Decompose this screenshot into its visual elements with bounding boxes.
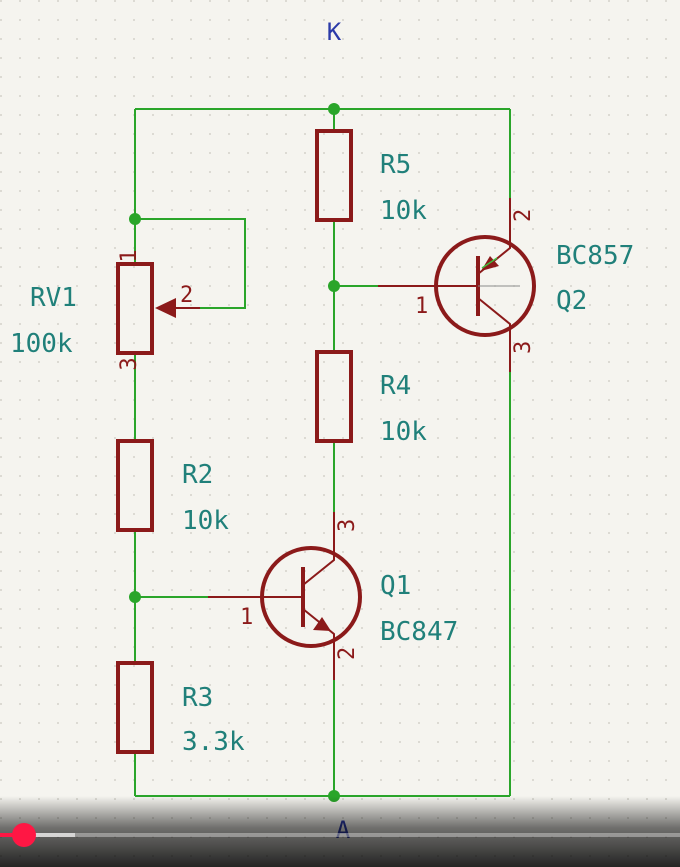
- q2-pin-2: 2: [511, 209, 536, 222]
- transistor-q2: 1 2 3 BC857 Q2: [378, 198, 634, 372]
- q1-pin-3: 3: [335, 519, 360, 532]
- q2-value: BC857: [556, 241, 634, 271]
- wire-rv1-wiper-loop: [135, 218, 246, 309]
- resistor-r5: R5 10k: [315, 129, 427, 226]
- rv1-pin-2: 2: [180, 283, 193, 308]
- rv1-pin-1: 1: [117, 249, 142, 262]
- r4-value: 10k: [380, 417, 427, 447]
- net-label-k: K: [327, 18, 342, 46]
- r5-value: 10k: [380, 196, 427, 226]
- transistor-q1: 1 2 3 Q1 BC847: [208, 512, 458, 680]
- r3-value: 3.3k: [182, 727, 245, 757]
- r2-value: 10k: [182, 506, 229, 536]
- q1-pin-1: 1: [240, 605, 253, 630]
- resistor-r3: R3 3.3k: [116, 661, 245, 757]
- resistor-r2: R2 10k: [116, 439, 229, 536]
- rv1-value: 100k: [10, 329, 73, 359]
- junction-r2-r3: [129, 591, 141, 603]
- video-player-controls: [0, 796, 680, 867]
- r2-ref: R2: [182, 460, 213, 490]
- progress-bar[interactable]: [0, 833, 680, 837]
- r5-ref: R5: [380, 150, 411, 180]
- q1-value: BC847: [380, 617, 458, 647]
- junction-r5-r4: [328, 280, 340, 292]
- rv1-pin-3: 3: [117, 357, 142, 370]
- q2-pin-3: 3: [511, 341, 536, 354]
- rv1-ref: RV1: [30, 283, 77, 313]
- q1-pin-2: 2: [335, 647, 360, 660]
- q2-pin-1: 1: [415, 294, 428, 319]
- q1-ref: Q1: [380, 571, 411, 601]
- junction-k: [328, 103, 340, 115]
- resistor-r4: R4 10k: [315, 350, 427, 447]
- r4-ref: R4: [380, 371, 411, 401]
- r3-ref: R3: [182, 683, 213, 713]
- scrubber-handle[interactable]: [11, 823, 36, 847]
- junction-rv1: [129, 213, 141, 225]
- q2-ref: Q2: [556, 286, 587, 316]
- potentiometer-rv1: 1 2 3 RV1 100k: [10, 249, 200, 371]
- progress-buffered: [0, 833, 75, 837]
